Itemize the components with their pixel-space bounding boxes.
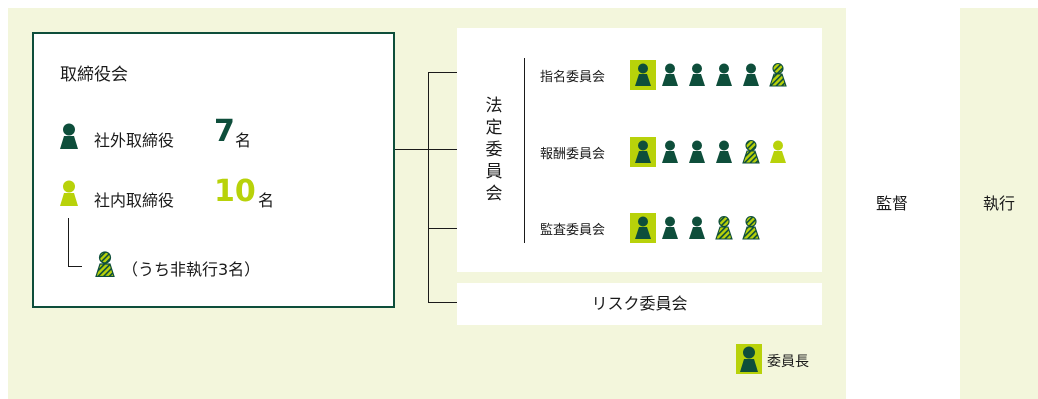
committee-branch-middle	[428, 149, 458, 150]
internal-director-icon	[60, 180, 78, 206]
statutory-divider	[524, 58, 525, 243]
non-executive-member-icon	[742, 139, 760, 164]
chair-member-icon	[630, 137, 656, 167]
committee-branch-bottom	[428, 228, 458, 229]
nomination-committee-label: 指名委員会	[540, 70, 606, 85]
legend-chair-label: 委員長	[767, 354, 809, 370]
external-member-icon	[716, 140, 732, 163]
non-executive-member-icon	[769, 62, 787, 87]
committee-trunk-line	[428, 72, 429, 302]
statutory-committees-title: 法定委員会	[485, 96, 503, 204]
external-director-unit: 名	[235, 131, 252, 150]
external-director-label: 社外取締役	[94, 131, 175, 150]
chair-member-icon	[630, 60, 656, 90]
non-executive-member-icon	[742, 215, 760, 240]
oversight-label: 監督	[876, 194, 909, 213]
internal-director-label: 社内取締役	[94, 191, 175, 210]
external-member-icon	[662, 140, 678, 163]
internal-director-count: 10	[214, 174, 256, 209]
non-executive-director-icon	[95, 251, 115, 277]
execution-label: 執行	[982, 194, 1015, 213]
external-member-icon	[689, 216, 705, 239]
board-title: 取締役会	[60, 65, 128, 85]
external-director-count: 7	[214, 114, 235, 149]
audit-committee-label: 監査委員会	[540, 223, 606, 238]
board-box	[32, 32, 395, 308]
oversight-arrow	[868, 128, 934, 276]
legend-chair-icon	[740, 346, 758, 372]
external-director-icon	[60, 123, 78, 149]
internal-member-icon	[770, 140, 786, 163]
risk-committee-box	[457, 283, 822, 325]
external-member-icon	[689, 140, 705, 163]
risk-committee-label: リスク委員会	[591, 294, 688, 313]
non-executive-note: （うち非執行3名）	[122, 260, 261, 279]
external-member-icon	[716, 63, 732, 86]
non-executive-member-icon	[715, 215, 733, 240]
risk-branch	[428, 302, 458, 303]
non-exec-bracket-horizontal	[68, 266, 82, 267]
board-connector	[395, 149, 429, 150]
committee-members	[630, 60, 787, 243]
internal-director-unit: 名	[258, 191, 275, 210]
chair-member-icon	[630, 213, 656, 243]
external-member-icon	[743, 63, 759, 86]
external-member-icon	[662, 216, 678, 239]
execution-panel	[960, 8, 1038, 399]
non-exec-bracket-vertical	[68, 218, 69, 266]
compensation-committee-label: 報酬委員会	[540, 147, 606, 162]
external-member-icon	[662, 63, 678, 86]
committee-branch-top	[428, 72, 458, 73]
external-member-icon	[689, 63, 705, 86]
